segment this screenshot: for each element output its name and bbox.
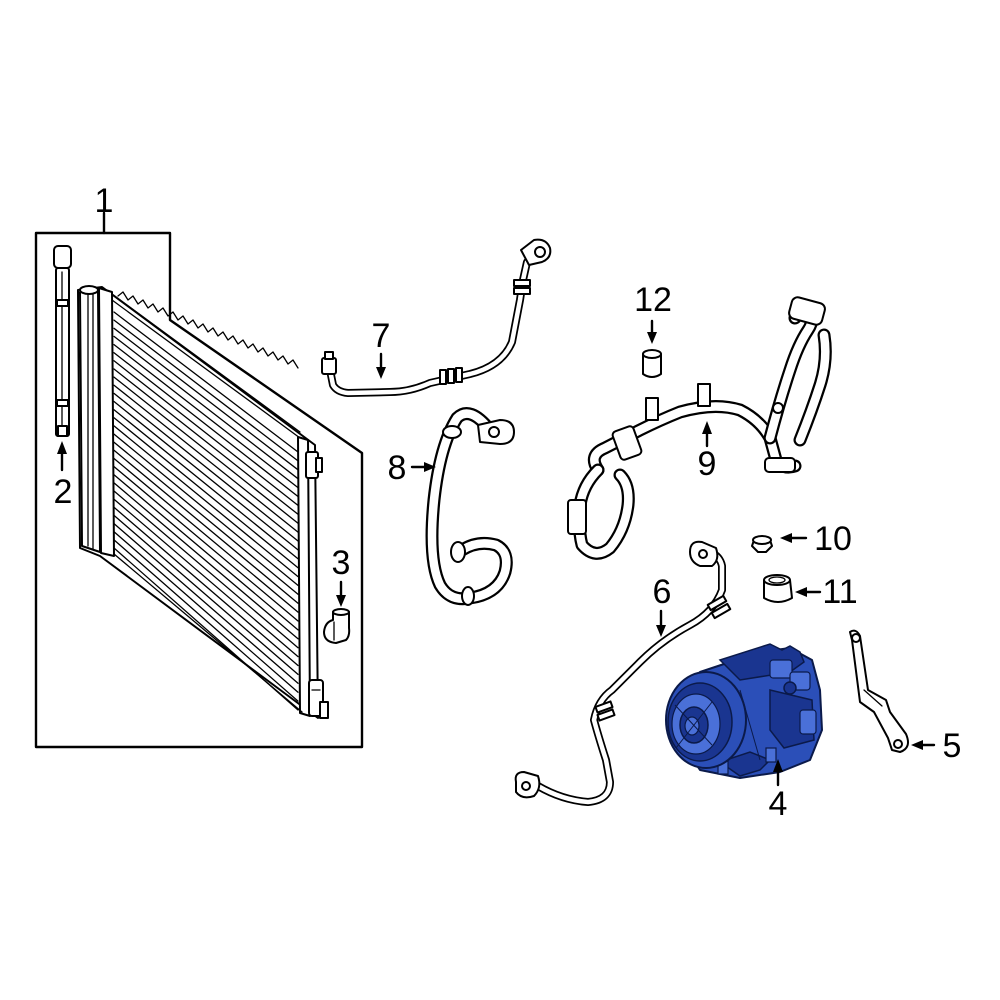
callout-7-label: 7 <box>372 317 391 355</box>
callout-11-arrowhead <box>795 587 807 597</box>
part-6-discharge-line[interactable] <box>514 540 732 806</box>
callout-5-arrowhead <box>911 740 923 750</box>
part-1-condenser-group[interactable]: 1 <box>34 182 364 749</box>
part-12-cap[interactable] <box>642 349 662 378</box>
callout-6-arrowhead <box>656 625 666 637</box>
callout-8[interactable]: 8 <box>388 449 436 487</box>
callout-12-arrowhead <box>647 332 657 344</box>
condenser-fin <box>113 539 299 702</box>
callout-3-label: 3 <box>332 544 351 582</box>
condenser-fin <box>113 514 299 676</box>
condenser-fin <box>113 319 299 462</box>
condenser-fin <box>113 384 299 533</box>
callout-11[interactable]: 11 <box>795 573 858 611</box>
condenser-fin <box>113 457 299 613</box>
condenser-fin <box>113 400 299 551</box>
condenser-group-frame <box>34 231 364 749</box>
callout-11-label: 11 <box>822 573 857 611</box>
part-11-seal-ring[interactable] <box>763 574 793 603</box>
callout-8-arrowhead <box>424 462 436 472</box>
callout-5-label: 5 <box>943 727 962 765</box>
callout-9-arrowhead <box>702 421 712 434</box>
callout-12-label: 12 <box>634 281 672 319</box>
callout-4-label: 4 <box>769 785 788 823</box>
condenser-fin <box>113 392 299 542</box>
condenser-fin <box>113 311 299 453</box>
callout-6-label: 6 <box>653 573 672 611</box>
condenser-fin <box>113 368 299 515</box>
callout-3-arrowhead <box>336 595 346 607</box>
callout-3[interactable]: 3 <box>332 544 351 607</box>
condenser-fin <box>113 490 299 649</box>
condenser-fin <box>113 498 299 658</box>
condenser-fin <box>113 531 299 693</box>
condenser-core <box>77 285 329 719</box>
callout-7-arrowhead <box>376 367 386 379</box>
callout-4[interactable]: 4 <box>769 759 788 823</box>
condenser-fin <box>113 409 299 560</box>
part-2-receiver-dryer <box>53 245 72 437</box>
callout-2-arrowhead <box>57 441 67 454</box>
callout-10[interactable]: 10 <box>780 520 852 558</box>
callout-2[interactable]: 2 <box>54 441 73 511</box>
callout-2-label: 2 <box>54 473 73 511</box>
part-9-hose-assembly[interactable] <box>567 296 832 560</box>
part-8-suction-hose[interactable] <box>425 407 515 606</box>
condenser-fin <box>113 465 299 622</box>
condenser-fin <box>113 506 299 667</box>
condenser-fin <box>113 343 299 489</box>
callout-9[interactable]: 9 <box>698 421 717 483</box>
part-10-valve-cap[interactable] <box>751 535 773 553</box>
part-7-liquid-line[interactable] <box>321 238 552 397</box>
condenser-fin <box>113 433 299 587</box>
condenser-fin <box>113 474 299 631</box>
callout-9-label: 9 <box>698 445 717 483</box>
condenser-fin <box>113 360 299 507</box>
callout-4-arrowhead <box>773 759 783 772</box>
callout-7[interactable]: 7 <box>372 317 391 379</box>
condenser-fin <box>113 352 299 498</box>
part-4-compressor[interactable] <box>665 643 823 779</box>
callout-10-label: 10 <box>814 520 852 558</box>
callout-5[interactable]: 5 <box>911 727 961 765</box>
condenser-fin <box>113 425 299 578</box>
condenser-fin <box>113 441 299 595</box>
part-3-plug <box>323 608 351 644</box>
part-5-bracket[interactable] <box>849 629 909 753</box>
condenser-fin <box>113 522 299 684</box>
callout-1-label: 1 <box>95 182 114 220</box>
condenser-fin <box>113 376 299 524</box>
condenser-fin <box>113 482 299 640</box>
callout-10-arrowhead <box>780 533 792 543</box>
condenser-fin <box>113 327 299 471</box>
callout-6[interactable]: 6 <box>653 573 672 637</box>
callout-12[interactable]: 12 <box>634 281 672 344</box>
callout-8-label: 8 <box>388 449 407 487</box>
condenser-fin <box>113 335 299 480</box>
condenser-fin <box>113 449 299 604</box>
condenser-fin <box>113 417 299 569</box>
